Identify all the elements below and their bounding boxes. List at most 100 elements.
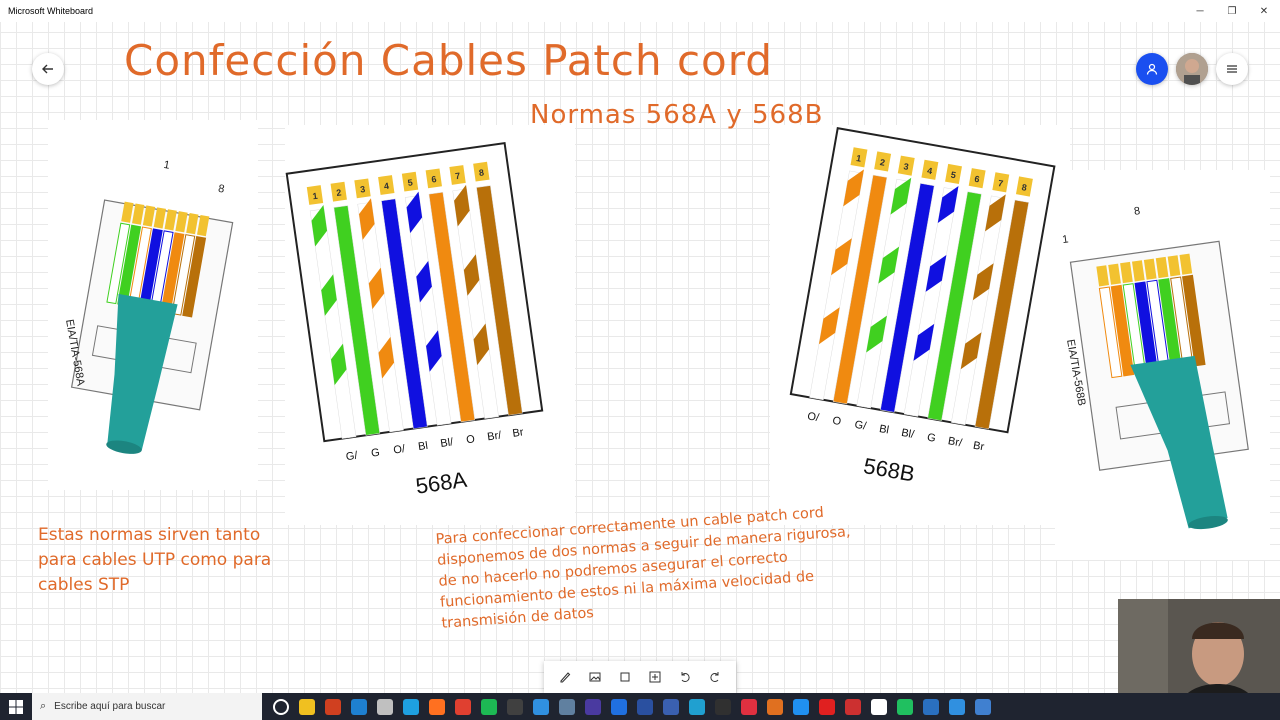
taskbar-app-icon[interactable]: [268, 693, 294, 720]
pin-2: [330, 181, 347, 202]
taskbar-app-icon[interactable]: [320, 693, 346, 720]
taskbar-app-icon[interactable]: [892, 693, 918, 720]
wire-label: O/: [806, 410, 820, 424]
redo-button[interactable]: [704, 666, 726, 688]
shape-tool-button[interactable]: [614, 666, 636, 688]
app-glyph-icon: [689, 698, 705, 715]
pen-tool-button[interactable]: [554, 666, 576, 688]
plug-568b-pin-last: 8: [1133, 205, 1141, 218]
app-glyph-icon: [975, 698, 991, 715]
taskbar-app-icon[interactable]: [840, 693, 866, 720]
app-glyph-icon: [663, 698, 679, 715]
undo-icon: [681, 672, 690, 682]
plug-contact: [1143, 258, 1157, 280]
taskbar-app-icon[interactable]: [970, 693, 996, 720]
taskbar-search-box[interactable]: ⌕ Escribe aquí para buscar: [32, 693, 262, 720]
taskbar-app-icon[interactable]: [658, 693, 684, 720]
app-glyph-icon: [403, 698, 419, 715]
pin-number: 6: [974, 174, 981, 185]
plug-568a-pin-first: 1: [163, 159, 171, 172]
wire-6: [428, 191, 476, 423]
pin-number: 6: [431, 174, 437, 185]
avatar[interactable]: [1176, 53, 1208, 85]
wire-1: [809, 169, 864, 401]
invite-user-button[interactable]: [1136, 53, 1168, 85]
plus-box-icon: [649, 671, 661, 683]
user-icon: [1146, 63, 1158, 75]
app-glyph-icon: [507, 698, 523, 715]
plug-wire: [106, 222, 131, 305]
wire-1: [309, 204, 357, 439]
start-button[interactable]: [0, 693, 32, 720]
taskbar-app-icon[interactable]: [502, 693, 528, 720]
wire-4: [381, 198, 428, 429]
wire-label: Br: [512, 426, 525, 439]
wire-7: [452, 184, 499, 419]
taskbar-app-icon[interactable]: [866, 693, 892, 720]
back-button[interactable]: [32, 53, 64, 85]
undo-button[interactable]: [674, 666, 696, 688]
avatar-photo-icon: [1176, 53, 1208, 85]
wire-5: [404, 191, 452, 426]
page-title: Confección Cables Patch cord: [124, 36, 773, 85]
wire-8: [974, 199, 1030, 430]
minimize-button[interactable]: ─: [1196, 5, 1204, 17]
taskbar-app-icon[interactable]: [476, 693, 502, 720]
wire-label: O/: [393, 443, 407, 457]
taskbar-app-icon[interactable]: [294, 693, 320, 720]
search-icon: ⌕: [40, 700, 47, 712]
taskbar-app-icon[interactable]: [398, 693, 424, 720]
app-glyph-icon: [559, 698, 575, 715]
restore-button[interactable]: ❐: [1227, 5, 1237, 17]
taskbar-app-icon[interactable]: [710, 693, 736, 720]
taskbar-app-icon[interactable]: [736, 693, 762, 720]
app-glyph-icon: [793, 698, 809, 715]
pin-number: 7: [455, 171, 461, 182]
plug-contact: [1131, 260, 1145, 282]
pin-2: [874, 151, 892, 172]
taskbar-app-icon[interactable]: [606, 693, 632, 720]
wire-label: Bl/: [440, 436, 455, 450]
menu-button[interactable]: [1216, 53, 1248, 85]
taskbar-app-icon[interactable]: [580, 693, 606, 720]
wire-label: Br/: [947, 435, 964, 449]
taskbar-app-icon[interactable]: [346, 693, 372, 720]
plug-wire: [1098, 286, 1123, 379]
insert-button[interactable]: [644, 666, 666, 688]
plug-contact: [153, 207, 167, 229]
taskbar-app-icon[interactable]: [554, 693, 580, 720]
plug-contact: [197, 214, 210, 237]
windows-logo-icon: [9, 699, 23, 714]
taskbar-app-icon[interactable]: [684, 693, 710, 720]
taskbar-app-icon[interactable]: [918, 693, 944, 720]
taskbar-app-icon[interactable]: [372, 693, 398, 720]
app-glyph-icon: [767, 698, 783, 715]
app-glyph-icon: [299, 698, 315, 715]
pin-5: [401, 171, 419, 192]
pin-6: [425, 168, 442, 189]
taskbar-app-icon[interactable]: [762, 693, 788, 720]
app-glyph-icon: [819, 698, 835, 715]
pin-7: [992, 172, 1010, 193]
image-tool-button[interactable]: [584, 666, 606, 688]
taskbar-app-icon[interactable]: [944, 693, 970, 720]
taskbar-app-icon[interactable]: [788, 693, 814, 720]
wire-5: [903, 186, 959, 417]
app-glyph-icon: [715, 698, 731, 715]
plug-contact: [186, 213, 199, 235]
app-glyph-icon: [871, 698, 887, 715]
app-glyph-icon: [429, 698, 445, 715]
back-arrow-icon: [42, 64, 53, 74]
app-glyph-icon: [325, 698, 341, 715]
taskbar-app-icon[interactable]: [814, 693, 840, 720]
wire-label: Bl/: [900, 427, 916, 441]
taskbar-app-icon[interactable]: [528, 693, 554, 720]
taskbar-app-icon[interactable]: [424, 693, 450, 720]
app-glyph-icon: [741, 698, 757, 715]
plug-contact: [1179, 253, 1193, 275]
wire-label: G/: [854, 419, 868, 433]
wire-label: G: [370, 447, 380, 460]
close-button[interactable]: ✕: [1259, 5, 1269, 17]
taskbar-app-icon[interactable]: [450, 693, 476, 720]
taskbar-app-icon[interactable]: [632, 693, 658, 720]
